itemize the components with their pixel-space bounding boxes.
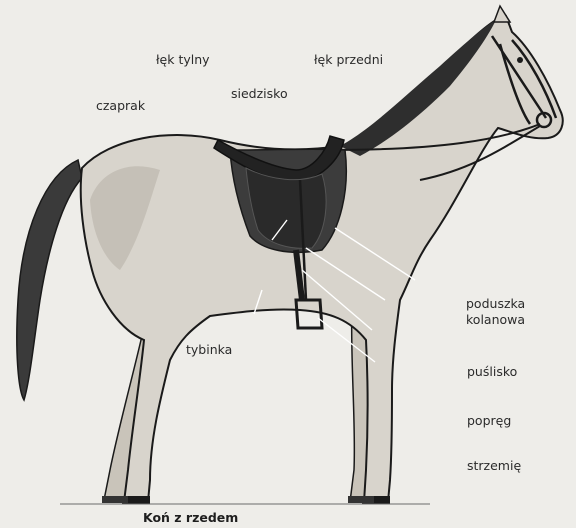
label-tybinka: tybinka [186, 342, 232, 358]
label-puslisko: puślisko [467, 364, 517, 380]
figure-caption: Koń z rzedem [143, 510, 238, 525]
horse-eye [517, 57, 523, 63]
horse-ear [494, 6, 510, 22]
label-popreg: popręg [467, 413, 511, 429]
label-lek-tylny: łęk tylny [156, 52, 210, 68]
label-czaprak: czaprak [96, 98, 145, 114]
label-strzemie: strzemię [467, 458, 521, 474]
label-poduszka-line2: kolanowa [466, 312, 525, 328]
hoof-hind-far [102, 496, 128, 503]
label-lek-przedni: łęk przedni [314, 52, 383, 68]
label-poduszka-kolanowa: poduszka kolanowa [466, 296, 525, 328]
label-poduszka-line1: poduszka [466, 296, 525, 312]
hoof-front-far [348, 496, 374, 503]
label-siedzisko: siedzisko [231, 86, 288, 102]
horse-tail [17, 160, 82, 400]
